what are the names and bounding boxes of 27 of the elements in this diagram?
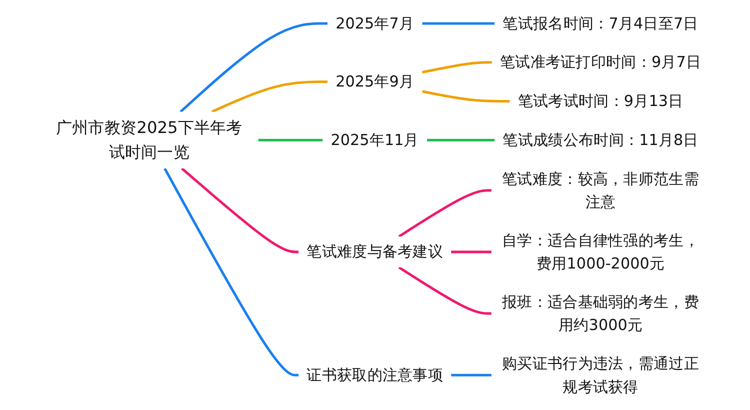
connector <box>258 138 323 142</box>
node-text: 笔试成绩公布时间：11月8日 <box>502 130 698 149</box>
node-text: 广州市教资2025下半年考试时间一览 <box>56 118 243 162</box>
connector <box>451 250 492 254</box>
connector <box>180 22 328 113</box>
connector <box>422 22 495 25</box>
node-text: 2025年9月 <box>336 72 414 91</box>
node-text: 笔试报名时间：7月4日至7日 <box>502 14 698 32</box>
connector <box>422 61 492 74</box>
connector <box>422 90 510 102</box>
connector <box>211 80 328 113</box>
node-text: 笔试难度与备考建议 <box>306 242 444 261</box>
node-text: 2025年11月 <box>330 130 420 149</box>
node-text: 报班：适合基础弱的考生，费用约3000元 <box>502 292 700 334</box>
connector <box>398 189 492 238</box>
connector <box>164 168 299 376</box>
node-text: 笔试考试时间：9月13日 <box>518 92 684 110</box>
connector <box>398 266 492 315</box>
node-text: 证书获取的注意事项 <box>306 366 444 384</box>
connector <box>451 374 492 376</box>
node-text: 笔试准考证打印时间：9月7日 <box>500 53 702 72</box>
node-text: 自学：适合自律性强的考生，费用1000-2000元 <box>502 231 700 272</box>
node-text: 2025年7月 <box>336 14 414 32</box>
connector <box>181 167 299 254</box>
connector <box>427 138 495 142</box>
node-text: 购买证书行为违法，需通过正规考试获得 <box>502 354 700 396</box>
node-text: 笔试难度：较高，非师范生需注意 <box>502 170 700 211</box>
